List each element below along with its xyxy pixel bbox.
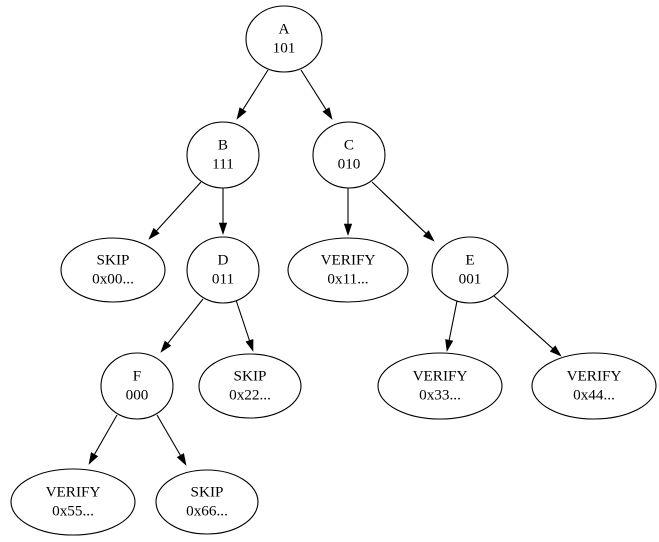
arrowhead-icon <box>245 338 254 352</box>
node-verify11[interactable]: VERIFY0x11... <box>287 237 409 303</box>
arrowhead-icon <box>422 230 435 242</box>
arrowhead-icon <box>343 223 353 236</box>
edge-a-to-b <box>236 69 269 120</box>
edge-e-to-verify44 <box>493 295 562 357</box>
node-ellipse[interactable] <box>186 121 260 189</box>
node-ellipse[interactable] <box>155 469 259 535</box>
arrowhead-icon <box>445 339 454 352</box>
edge-line <box>154 181 202 233</box>
edge-e-to-verify33 <box>445 300 458 352</box>
arrowhead-icon <box>218 222 228 235</box>
arrowhead-icon <box>160 340 172 353</box>
node-ellipse[interactable] <box>431 236 509 304</box>
arrowhead-icon <box>148 227 160 240</box>
edges-layer <box>88 69 562 466</box>
edge-line <box>166 298 204 345</box>
edge-d-to-skip22 <box>235 299 254 352</box>
node-ellipse[interactable] <box>198 353 302 419</box>
node-ellipse[interactable] <box>186 236 260 304</box>
edge-c-to-e <box>371 181 435 242</box>
edge-line <box>241 69 269 112</box>
node-ellipse[interactable] <box>60 237 166 303</box>
edge-f-to-verify55 <box>88 414 118 465</box>
edge-line <box>371 181 428 235</box>
node-ellipse[interactable] <box>531 352 657 420</box>
arrowhead-icon <box>236 107 247 120</box>
arrowhead-icon <box>176 453 187 466</box>
node-ellipse[interactable] <box>312 121 386 189</box>
edge-f-to-skip66 <box>156 414 187 466</box>
arrowhead-icon <box>88 452 99 465</box>
node-skip66[interactable]: SKIP0x66... <box>155 469 259 535</box>
node-verify33[interactable]: VERIFY0x33... <box>377 352 503 420</box>
arrowhead-icon <box>549 345 562 357</box>
node-ellipse[interactable] <box>100 352 174 420</box>
edge-c-to-verify11 <box>343 188 353 236</box>
edge-line <box>493 295 555 351</box>
edge-line <box>300 69 328 112</box>
node-verify55[interactable]: VERIFY0x55... <box>10 468 136 536</box>
edge-line <box>448 300 458 342</box>
node-ellipse[interactable] <box>287 237 409 303</box>
edge-line <box>93 414 118 457</box>
node-ellipse[interactable] <box>10 468 136 536</box>
edge-d-to-f <box>160 298 204 353</box>
edge-b-to-d <box>218 188 228 235</box>
edge-line <box>235 299 251 343</box>
arrowhead-icon <box>322 107 333 120</box>
node-skip00[interactable]: SKIP0x00... <box>60 237 166 303</box>
node-ellipse[interactable] <box>377 352 503 420</box>
edge-a-to-c <box>300 69 333 120</box>
edge-b-to-skip00 <box>148 181 202 240</box>
node-ellipse[interactable] <box>245 5 323 73</box>
node-skip22[interactable]: SKIP0x22... <box>198 353 302 419</box>
node-verify44[interactable]: VERIFY0x44... <box>531 352 657 420</box>
edge-line <box>156 414 182 458</box>
